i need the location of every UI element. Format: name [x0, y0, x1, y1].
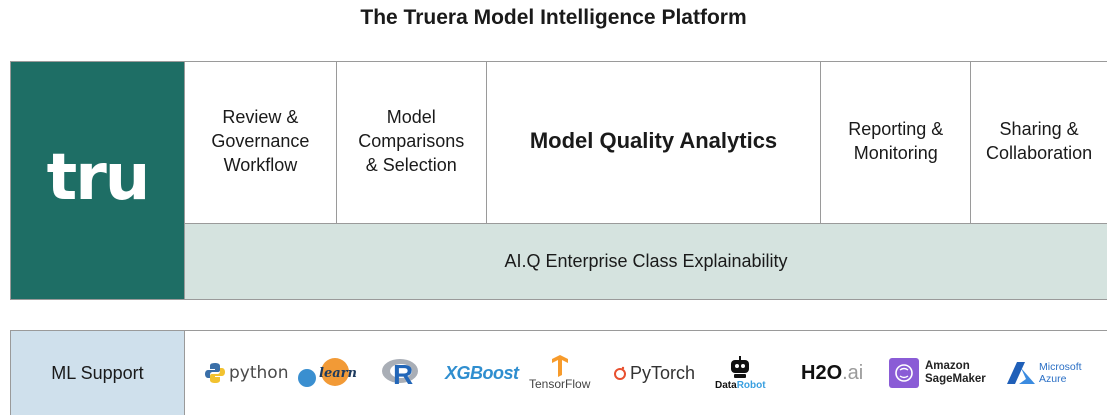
datarobot-logo: DataRobot	[715, 355, 766, 391]
datarobot-robot-text: Robot	[736, 379, 766, 391]
sagemaker-line2: SageMaker	[925, 373, 986, 385]
pytorch-logo: PyTorch	[613, 363, 695, 384]
truera-logo-block: tru	[11, 62, 185, 299]
module-label: Model Quality Analytics	[529, 127, 778, 153]
ml-support-label-cell: ML Support	[11, 331, 185, 415]
platform-diagram: tru Review & Governance Workflow Model C…	[10, 61, 1107, 300]
h2o-label: H2O	[801, 361, 843, 384]
azure-line1: Microsoft	[1039, 361, 1082, 373]
module-reporting-monitoring: Reporting & Monitoring	[821, 62, 972, 223]
azure-text: Microsoft Azure	[1039, 361, 1082, 385]
sklearn-logo: learn	[297, 358, 357, 388]
module-sharing-collaboration: Sharing & Collaboration	[971, 62, 1107, 223]
xgboost-logo: XGBoost	[445, 363, 519, 384]
module-model-quality-analytics: Model Quality Analytics	[487, 62, 822, 223]
tensorflow-icon	[551, 355, 568, 377]
ml-framework-logos: python learn R XGBoost Te	[185, 331, 1107, 415]
module-label: Sharing & Collaboration	[986, 118, 1093, 163]
datarobot-data-text: Data	[715, 379, 737, 391]
tensorflow-logo: TensorFlow	[529, 355, 590, 391]
python-icon	[205, 363, 225, 383]
r-icon	[382, 359, 418, 383]
module-label: Model Comparisons & Selection	[358, 106, 465, 175]
r-logo: R	[381, 357, 421, 390]
h2o-logo: H2O .ai	[801, 362, 863, 385]
sklearn-label: learn	[319, 366, 357, 381]
xgboost-label: XGBoost	[445, 362, 519, 383]
sklearn-icon	[298, 358, 349, 387]
module-label: Reporting & Monitoring	[848, 118, 944, 163]
platform-title: The Truera Model Intelligence Platform	[360, 6, 747, 29]
pytorch-label: PyTorch	[630, 362, 696, 383]
ml-support-label: ML Support	[51, 362, 144, 383]
python-logo: python	[205, 362, 288, 384]
sagemaker-logo: Amazon SageMaker	[889, 358, 986, 388]
python-label: python	[229, 363, 289, 383]
explainability-bar: AI.Q Enterprise Class Explainability	[185, 223, 1107, 299]
explainability-label: AI.Q Enterprise Class Explainability	[504, 251, 788, 271]
azure-line2: Azure	[1039, 373, 1067, 385]
sagemaker-text: Amazon SageMaker	[925, 360, 986, 386]
sagemaker-icon	[889, 358, 919, 388]
r-label: R	[393, 359, 414, 390]
ml-support-row: ML Support python learn R	[10, 330, 1107, 415]
h2o-ai-label: .ai	[842, 361, 864, 384]
sagemaker-line1: Amazon	[925, 360, 970, 372]
pytorch-icon	[614, 366, 626, 380]
tensorflow-label: TensorFlow	[529, 377, 591, 391]
truera-logo: tru	[46, 140, 151, 215]
azure-logo: Microsoft Azure	[1007, 361, 1082, 385]
platform-modules: Review & Governance Workflow Model Compa…	[185, 62, 1107, 223]
module-label: Review & Governance Workflow	[211, 106, 310, 175]
datarobot-label: DataRobot	[715, 380, 766, 391]
module-model-comparisons: Model Comparisons & Selection	[337, 62, 487, 223]
azure-icon	[1007, 362, 1035, 384]
module-review-governance: Review & Governance Workflow	[185, 62, 337, 223]
datarobot-icon	[731, 355, 750, 378]
